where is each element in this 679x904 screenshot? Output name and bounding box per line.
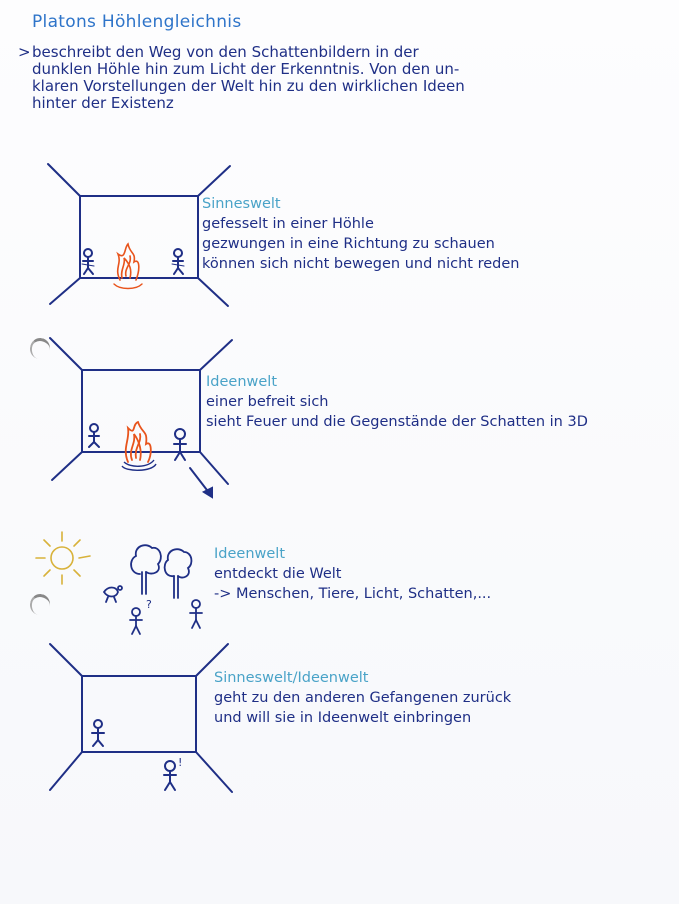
prisoner-icon	[171, 248, 185, 275]
outside-world-drawing: ?	[35, 531, 203, 635]
fire-icon	[124, 420, 152, 463]
section-line: können sich nicht bewegen und nicht rede…	[202, 256, 520, 272]
cave-edge	[197, 277, 229, 307]
question-mark: ?	[146, 598, 152, 611]
section-heading: Sinneswelt	[202, 196, 281, 212]
cave-back-wall	[81, 675, 197, 753]
section-line: gefesselt in einer Höhle	[202, 216, 374, 232]
intro-line-4: hinter der Existenz	[32, 94, 174, 112]
sun-icon	[35, 531, 91, 585]
cave-drawing-3: !	[49, 643, 233, 793]
cave-edge	[195, 643, 229, 677]
exclamation-mark: !	[178, 756, 182, 769]
cave-edge	[199, 451, 229, 485]
firewood-icon	[121, 459, 157, 471]
intro-line-3: klaren Vorstellungen der Welt hin zu den…	[32, 77, 465, 95]
person-icon	[129, 607, 143, 635]
animal-icon	[102, 585, 123, 603]
section-line: sieht Feuer und die Gegenstände der Scha…	[206, 414, 588, 430]
section-ideenwelt-1: Ideenwelt einer befreit sich sieht Feuer…	[206, 372, 588, 432]
cave-edge	[49, 277, 81, 305]
section-line: einer befreit sich	[206, 394, 329, 410]
cave-drawing-1	[47, 163, 231, 307]
section-line: gezwungen in eine Richtung zu schauen	[202, 236, 495, 252]
section-line: geht zu den anderen Gefangenen zurück	[214, 690, 512, 706]
intro-text: >beschreibt den Weg von den Schattenbild…	[18, 44, 658, 112]
returning-person-icon	[163, 760, 177, 791]
prisoner-icon	[91, 719, 105, 747]
page-title: Platons Höhlengleichnis	[32, 12, 242, 32]
cave-edge	[49, 337, 83, 371]
intro-line-2: dunklen Höhle hin zum Licht der Erkenntn…	[32, 60, 460, 78]
cave-back-wall	[81, 369, 201, 453]
section-heading: Ideenwelt	[214, 546, 286, 562]
cave-drawing-2	[49, 337, 233, 499]
tree-icon	[163, 548, 193, 599]
section-line: entdeckt die Welt	[214, 566, 342, 582]
cave-edge	[49, 643, 83, 677]
intro-line-1: >beschreibt den Weg von den Schattenbild…	[18, 43, 419, 61]
tree-icon	[130, 544, 162, 595]
section-ideenwelt-2: Ideenwelt entdeckt die Welt -> Menschen,…	[214, 544, 491, 604]
section-line: -> Menschen, Tiere, Licht, Schatten,...	[214, 586, 492, 602]
section-heading: Sinneswelt/Ideenwelt	[214, 670, 369, 686]
cave-back-wall	[79, 195, 199, 279]
fire-icon	[113, 242, 143, 290]
person-icon	[189, 599, 203, 629]
section-sinneswelt-ideenwelt: Sinneswelt/Ideenwelt geht zu den anderen…	[214, 668, 511, 728]
cave-edge	[47, 163, 81, 197]
cave-edge	[195, 751, 233, 793]
section-line: und will sie in Ideenwelt einbringen	[214, 710, 472, 726]
cave-edge	[199, 339, 233, 371]
cave-edge	[51, 451, 83, 481]
bullet-marker: >	[18, 43, 31, 61]
section-sinneswelt-1: Sinneswelt gefesselt in einer Höhle gezw…	[202, 194, 519, 274]
cave-edge	[197, 165, 231, 197]
prisoner-icon	[81, 248, 95, 275]
arrow-down-right-icon	[189, 467, 213, 499]
cave-edge	[49, 751, 83, 791]
freed-person-icon	[173, 428, 187, 461]
prisoner-icon	[88, 423, 100, 448]
section-heading: Ideenwelt	[206, 374, 278, 390]
